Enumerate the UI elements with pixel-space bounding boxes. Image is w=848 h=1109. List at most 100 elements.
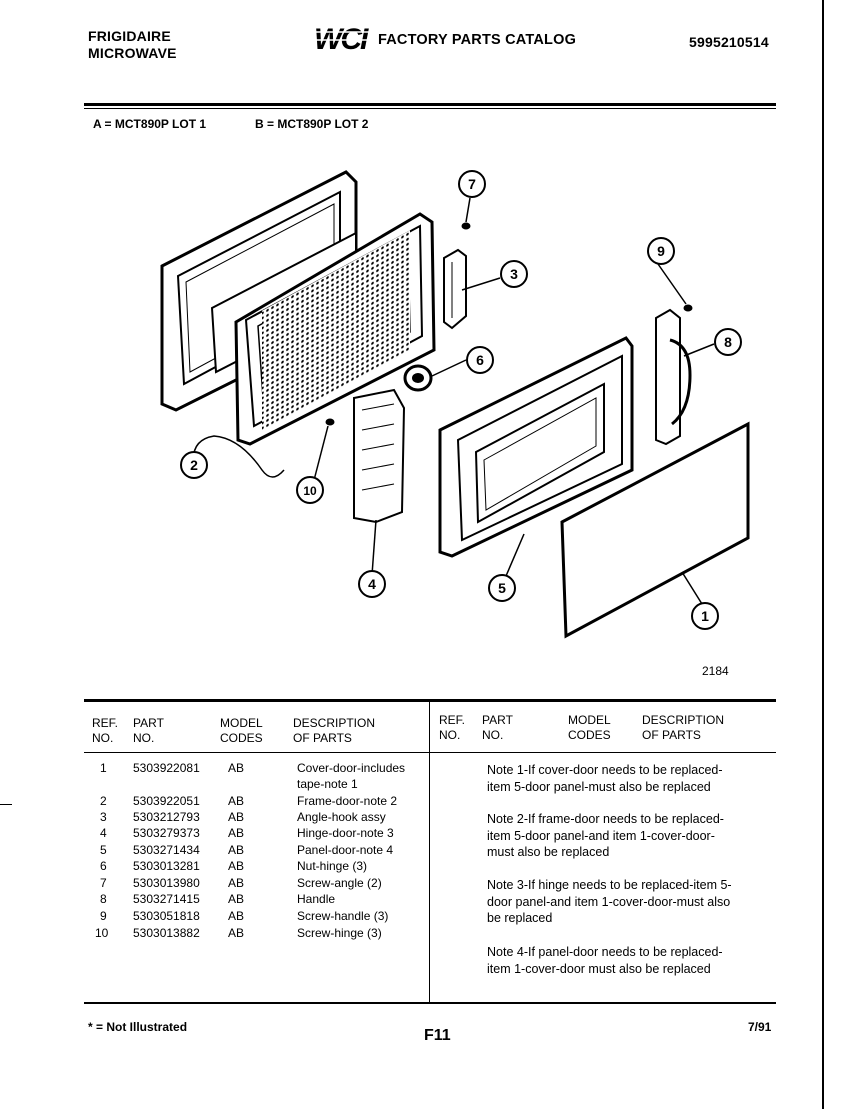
- note-4: Note 4-If panel-door needs to be replace…: [487, 944, 767, 977]
- row-desc: Angle-hook assy: [297, 810, 386, 824]
- row-part: 5303271434: [133, 843, 200, 857]
- row-part: 5303013281: [133, 859, 200, 873]
- header-part-right-line1: PART: [482, 713, 513, 727]
- row-codes: AB: [228, 859, 245, 873]
- header-desc-right-line2: OF PARTS: [642, 728, 701, 742]
- row-desc: Nut-hinge (3): [297, 859, 368, 873]
- handle-part: [655, 308, 692, 446]
- row-ref: 9: [100, 909, 107, 923]
- header-description: DESCRIPTION OF PARTS: [293, 716, 375, 746]
- row-part: 5303212793: [133, 810, 200, 824]
- header-rule-thin: [84, 108, 776, 109]
- row-desc: Hinge-door-note 3: [297, 826, 394, 840]
- callout-8: 8: [724, 334, 732, 350]
- callout-3: 3: [510, 266, 518, 282]
- page-edge-line: [822, 0, 824, 1109]
- callout-7: 7: [468, 176, 476, 192]
- row-codes: AB: [228, 794, 245, 808]
- door-mesh-assembly: [234, 212, 436, 446]
- row-codes: AB: [228, 876, 245, 890]
- callout-10: 10: [303, 484, 317, 498]
- header-part-right-line2: NO.: [482, 728, 504, 742]
- logo-text: WCI: [314, 23, 369, 54]
- header-ref-right-line2: NO.: [439, 728, 461, 742]
- row-desc-cont: tape-note 1: [297, 777, 358, 791]
- publication-date: 7/91: [748, 1020, 772, 1034]
- row-codes: AB: [228, 843, 245, 857]
- header-ref-right-line1: REF.: [439, 713, 466, 727]
- note-1: Note 1-If cover-door needs to be replace…: [487, 762, 767, 795]
- row-codes: AB: [228, 810, 245, 824]
- product-type: MICROWAVE: [88, 45, 177, 61]
- callout-9: 9: [657, 243, 665, 259]
- row-ref: 1: [100, 761, 107, 775]
- row-codes: AB: [228, 761, 245, 775]
- header-desc-line1: DESCRIPTION: [293, 716, 376, 730]
- header-part-no: PART NO.: [133, 716, 164, 746]
- header-model-codes: MODEL CODES: [220, 716, 263, 746]
- wci-logo: WCI: [313, 22, 377, 59]
- table-bottom-rule: [84, 1002, 776, 1004]
- table-header-rule: [84, 752, 776, 753]
- callout-1: 1: [701, 608, 709, 624]
- not-illustrated-legend: * = Not Illustrated: [88, 1020, 188, 1034]
- header-desc-right-line1: DESCRIPTION: [642, 713, 725, 727]
- row-codes: AB: [228, 892, 245, 906]
- screw-hinge-part: [325, 418, 335, 426]
- model-a-label: A = MCT890P LOT 1: [93, 117, 207, 131]
- model-b-label: B = MCT890P LOT 2: [255, 117, 369, 131]
- table-top-rule: [84, 699, 776, 702]
- note-1-line2: item 5-door panel-must also be replaced: [487, 779, 711, 794]
- note-4-line1: Note 4-If panel-door needs to be replace…: [487, 945, 723, 959]
- row-desc: Screw-hinge (3): [297, 926, 382, 940]
- catalog-number: 5995210514: [689, 34, 769, 50]
- header-ref-no: REF. NO.: [92, 716, 118, 746]
- row-ref: 7: [100, 876, 107, 890]
- callout-4: 4: [368, 576, 376, 592]
- header-ref-no-right: REF. NO.: [439, 713, 465, 743]
- note-4-line2: item 1-cover-door must also be replaced: [487, 961, 711, 976]
- row-ref: 5: [100, 843, 107, 857]
- note-2: Note 2-If frame-door needs to be replace…: [487, 811, 767, 861]
- note-2-line1: Note 2-If frame-door needs to be replace…: [487, 812, 724, 826]
- row-desc: Handle: [297, 892, 336, 906]
- row-codes: AB: [228, 826, 245, 840]
- note-3: Note 3-If hinge needs to be replaced-ite…: [487, 877, 767, 927]
- hinge-door-part: [353, 388, 406, 524]
- row-desc: Screw-angle (2): [297, 876, 382, 890]
- screw-handle-part: [683, 304, 693, 312]
- header-model-right-line1: MODEL: [568, 713, 611, 727]
- row-desc: Screw-handle (3): [297, 909, 389, 923]
- note-2-line3: must also be replaced: [487, 845, 610, 859]
- row-codes: AB: [228, 909, 245, 923]
- page-code: F11: [424, 1027, 451, 1044]
- exploded-parts-diagram: 7 3 6 9 8 2 10 4 5 1: [160, 170, 750, 639]
- row-part: 5303013980: [133, 876, 200, 890]
- row-ref: 6: [100, 859, 107, 873]
- row-part: 5303279373: [133, 826, 200, 840]
- row-ref: 3: [100, 810, 107, 824]
- margin-tick: [0, 804, 12, 805]
- row-part: 5303271415: [133, 892, 200, 906]
- callout-6: 6: [476, 352, 484, 368]
- header-ref-line2: NO.: [92, 731, 114, 745]
- cover-door-part: [560, 421, 750, 639]
- header-part-line1: PART: [133, 716, 164, 730]
- header-model-right-line2: CODES: [568, 728, 611, 742]
- note-3-line3: be replaced: [487, 911, 553, 925]
- row-ref: 10: [95, 926, 109, 940]
- header-description-right: DESCRIPTION OF PARTS: [642, 713, 724, 743]
- row-ref: 2: [100, 794, 107, 808]
- callout-5: 5: [498, 580, 506, 596]
- header-part-no-right: PART NO.: [482, 713, 513, 743]
- table-column-divider: [429, 702, 430, 1002]
- angle-hook-part: [443, 248, 467, 330]
- catalog-title: FACTORY PARTS CATALOG: [378, 32, 577, 48]
- row-ref: 8: [100, 892, 107, 906]
- note-1-line1: Note 1-If cover-door needs to be replace…: [487, 763, 723, 777]
- header-model-codes-right: MODEL CODES: [568, 713, 611, 743]
- row-desc: Frame-door-note 2: [297, 794, 398, 808]
- row-codes: AB: [228, 926, 245, 940]
- header-rule: [84, 103, 776, 106]
- note-2-line2: item 5-door panel-and item 1-cover-door-: [487, 828, 715, 843]
